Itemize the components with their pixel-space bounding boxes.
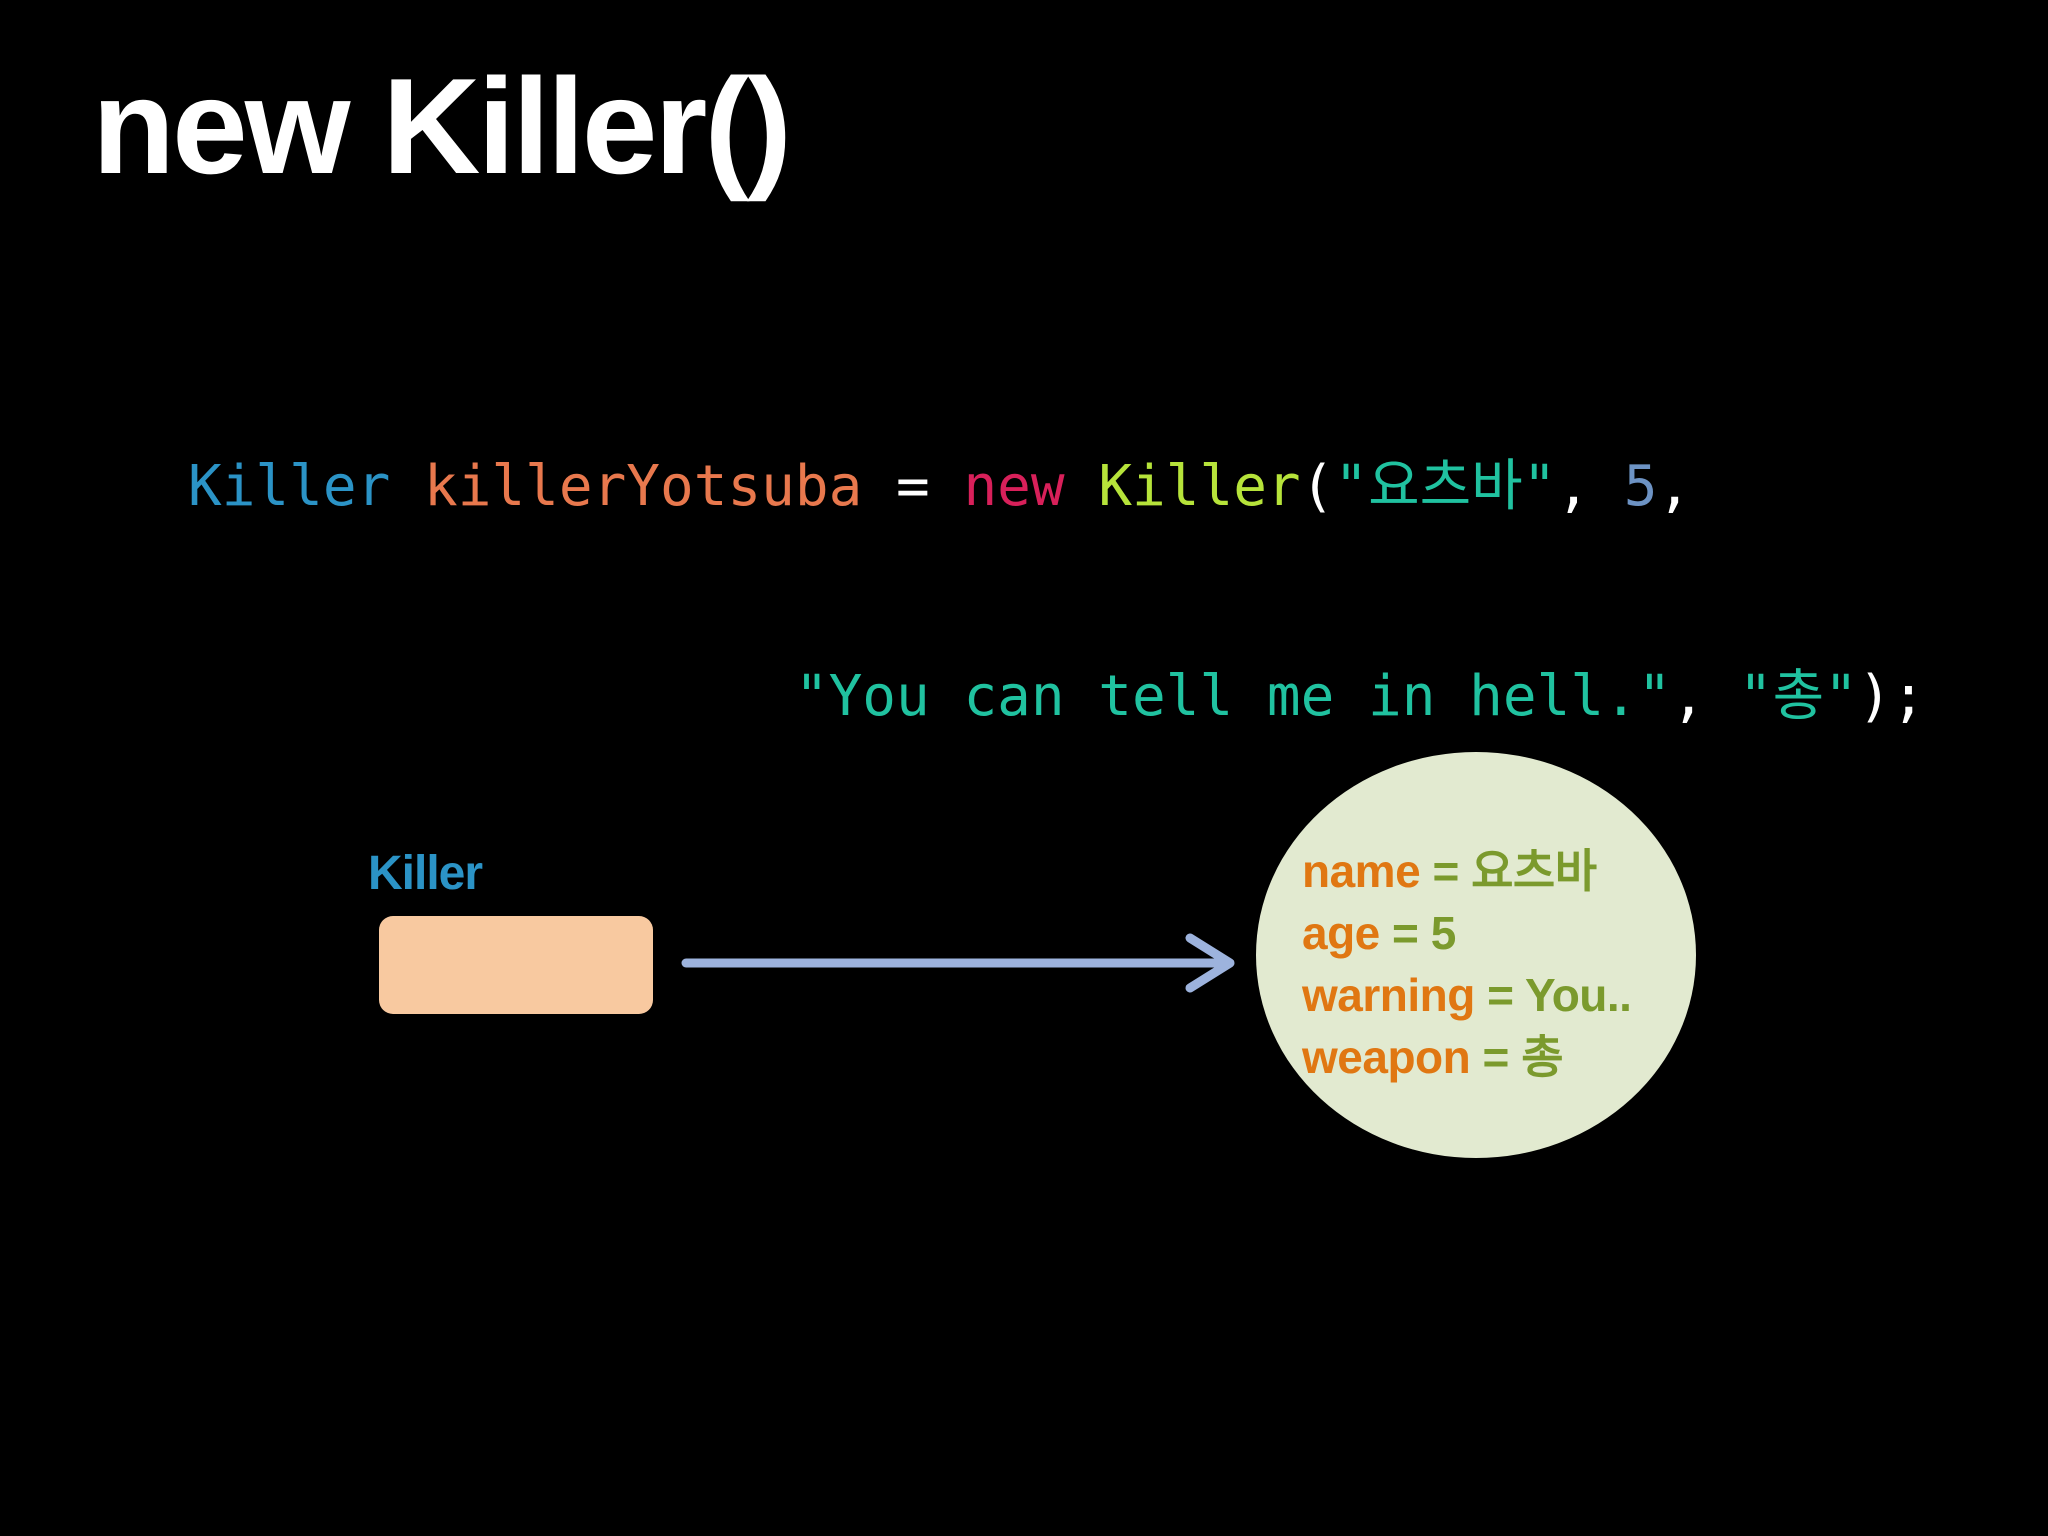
- code-token: =: [862, 454, 964, 519]
- object-fields: name = 요츠바 age = 5 warning = You.. weapo…: [1302, 840, 1632, 1088]
- code-token: ,: [1556, 454, 1624, 519]
- arrow-head: [1185, 933, 1235, 993]
- code-token: Killer: [188, 454, 391, 519]
- code-line-2: "You can tell me in hell.", "총");: [188, 662, 1925, 732]
- field-separator: =: [1470, 1031, 1522, 1083]
- reference-arrow: [681, 933, 1235, 993]
- field-value: You..: [1524, 969, 1632, 1021]
- code-token: new: [963, 454, 1065, 519]
- field-value: 요츠바: [1471, 845, 1597, 897]
- code-token: ,: [1657, 454, 1692, 519]
- field-row-warning: warning = You..: [1302, 964, 1632, 1026]
- field-name: warning: [1302, 969, 1475, 1021]
- field-name: age: [1302, 907, 1380, 959]
- field-row-name: name = 요츠바: [1302, 840, 1631, 902]
- code-token: "You can tell me in hell.": [794, 664, 1672, 729]
- code-token: ,: [1671, 664, 1739, 729]
- code-line-1: Killer killerYotsuba = new Killer("요츠바",…: [188, 452, 1925, 522]
- field-name: name: [1302, 845, 1421, 897]
- field-name: weapon: [1302, 1031, 1471, 1083]
- killer-object-heap: [1256, 752, 1696, 1158]
- reference-type-label: Killer: [368, 847, 483, 900]
- reference-variable-box: [379, 916, 653, 1014]
- field-value: 총: [1521, 1031, 1564, 1083]
- field-separator: =: [1379, 907, 1431, 959]
- code-token: 5: [1623, 454, 1658, 519]
- code-token: killerYotsuba: [424, 454, 863, 519]
- field-separator: =: [1474, 969, 1525, 1021]
- code-snippet: Killer killerYotsuba = new Killer("요츠바",…: [188, 312, 1925, 802]
- field-row-age: age = 5: [1302, 902, 1631, 964]
- field-row-weapon: weapon = 총: [1302, 1026, 1631, 1088]
- code-token: Killer: [1098, 454, 1301, 519]
- code-token: "요츠바": [1334, 454, 1557, 519]
- code-token: (: [1300, 454, 1335, 519]
- code-token: "총": [1738, 664, 1858, 729]
- field-separator: =: [1420, 845, 1472, 897]
- code-token: );: [1857, 664, 1926, 729]
- slide-title: new Killer(): [92, 50, 792, 202]
- field-value: 5: [1430, 907, 1457, 959]
